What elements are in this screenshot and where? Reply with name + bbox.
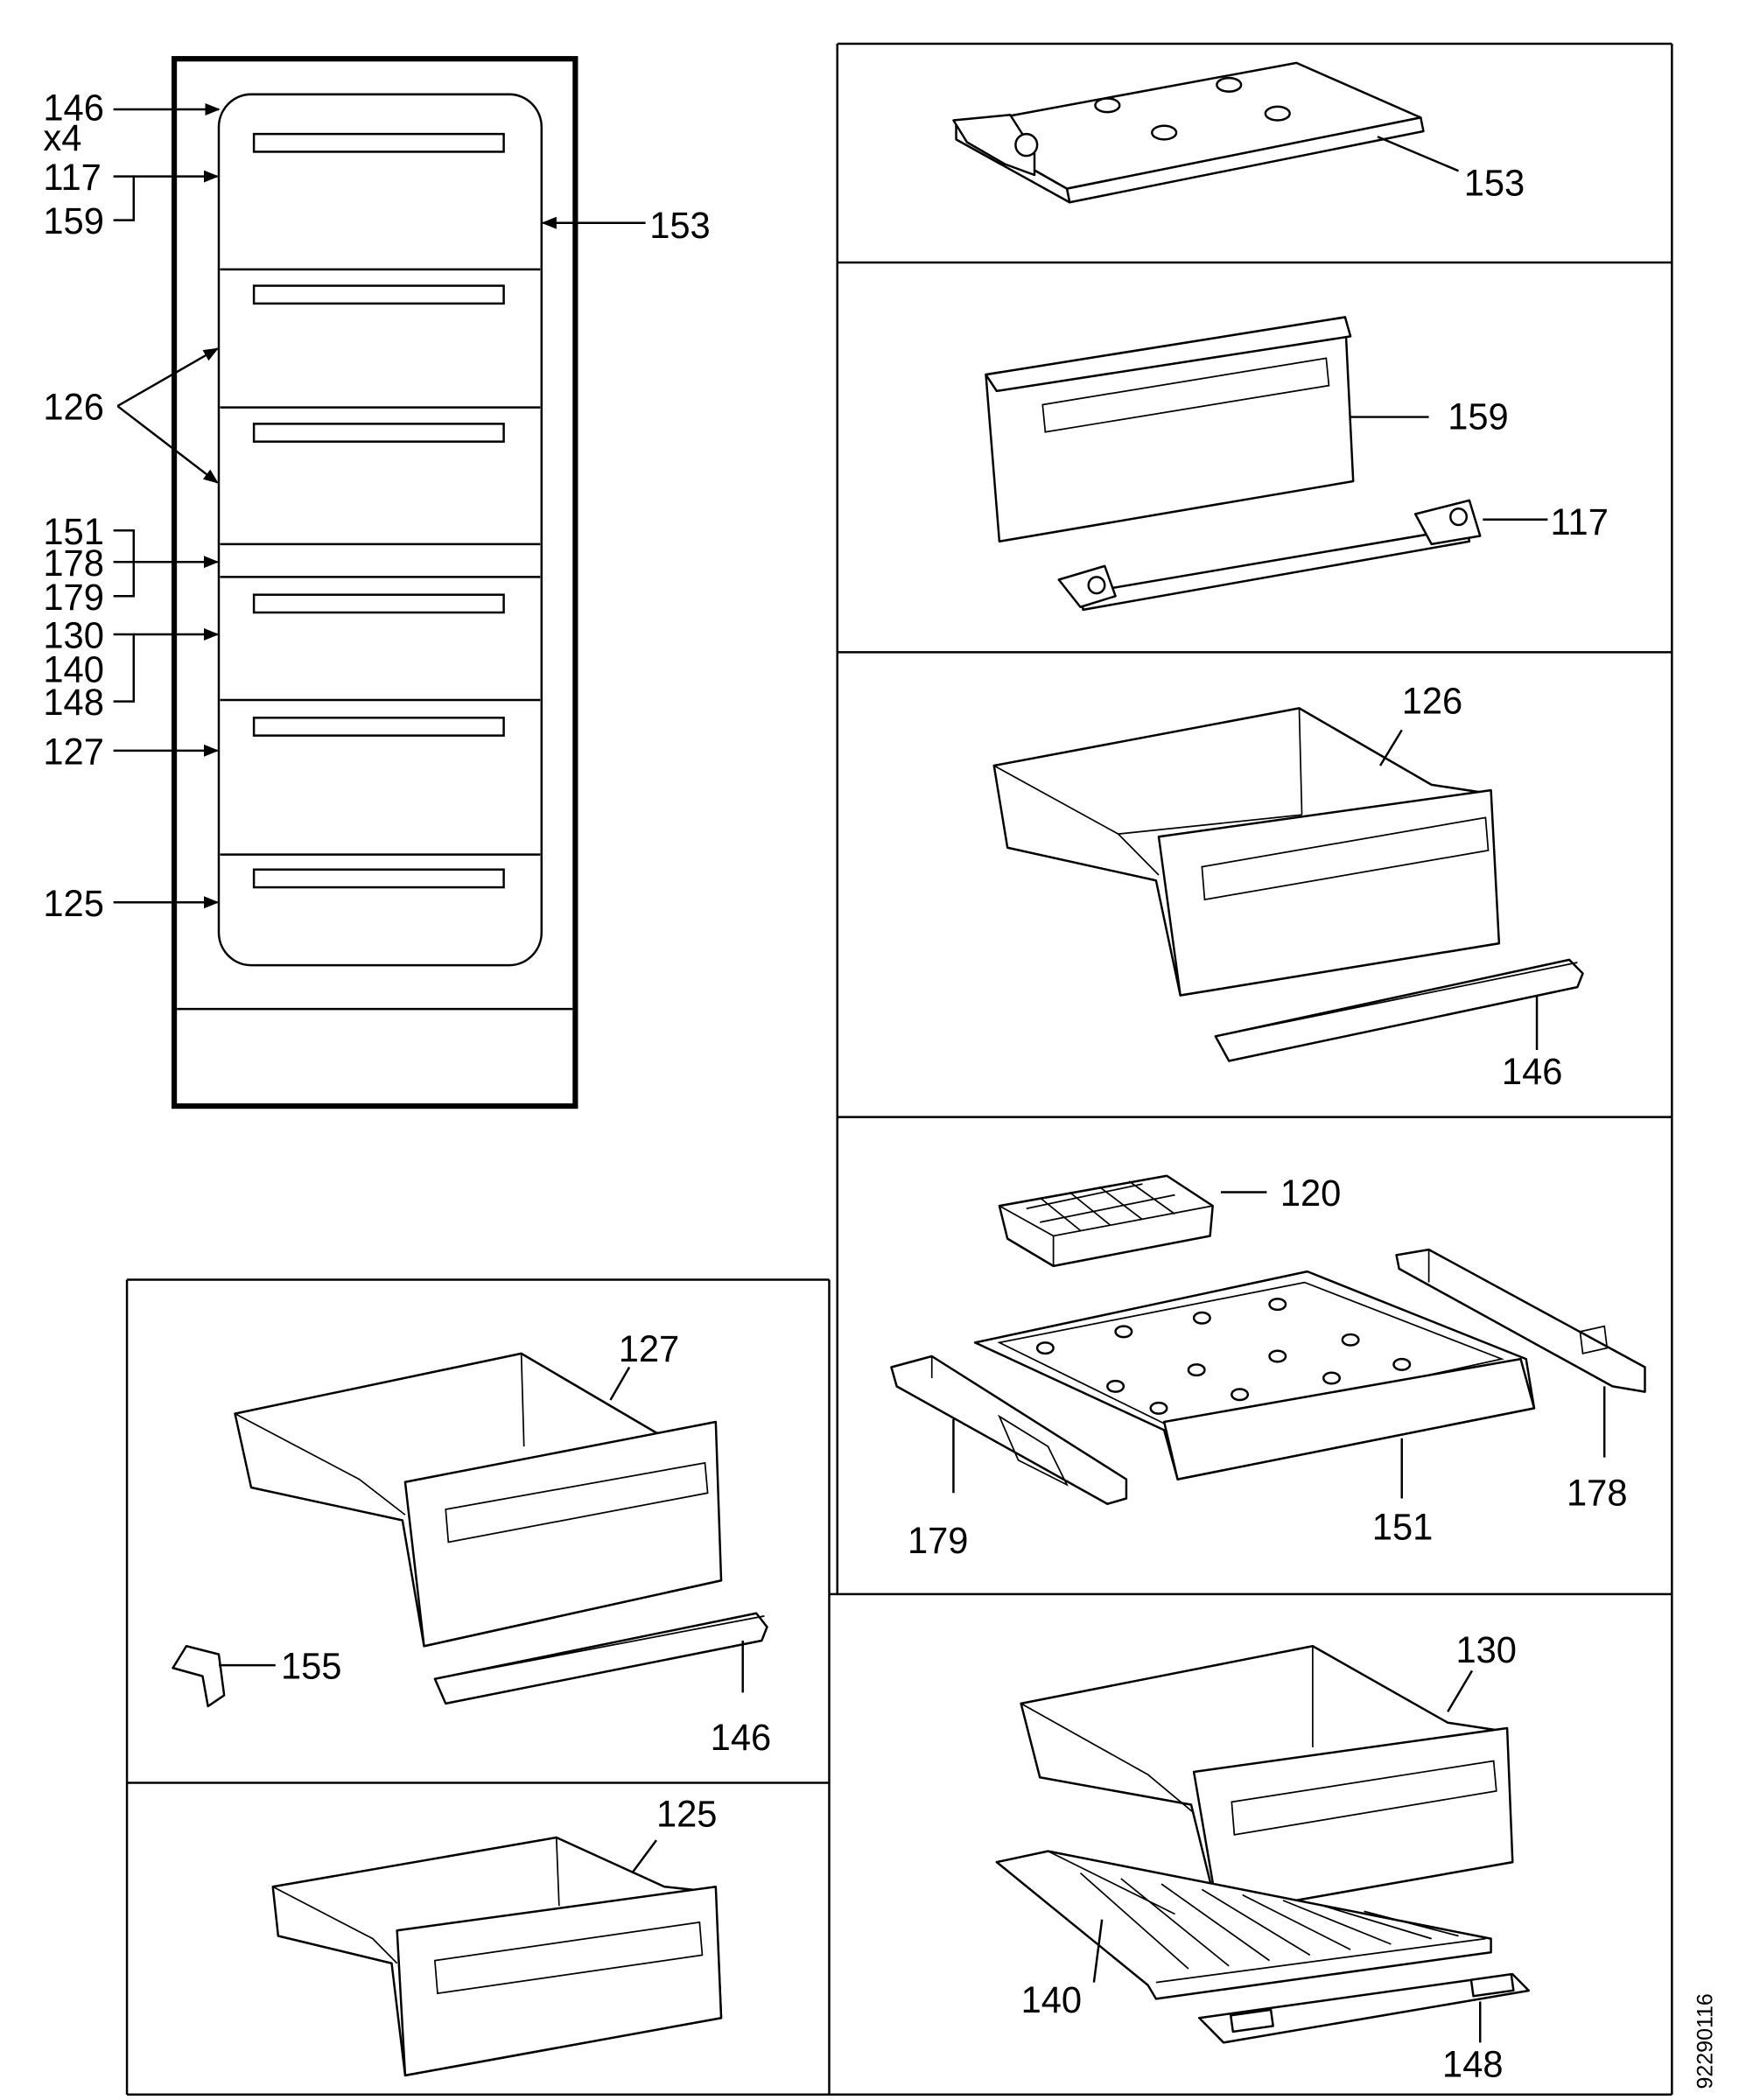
label-126: 126 — [1402, 680, 1462, 721]
label-151-left: 151 — [43, 511, 103, 552]
part-140-grille: 140 — [995, 1850, 1492, 2020]
label-126-left: 126 — [43, 386, 103, 427]
label-159-left: 159 — [43, 200, 103, 242]
label-127: 127 — [619, 1328, 679, 1369]
part-126-drawer: 126 — [992, 680, 1501, 997]
part-125-drawer: 125 — [271, 1793, 723, 2077]
label-146: 146 — [43, 87, 103, 128]
label-140-left: 140 — [43, 648, 103, 690]
label-159: 159 — [1448, 396, 1508, 437]
part-153-top-cover: 153 — [952, 61, 1525, 204]
label-148: 148 — [1442, 2043, 1503, 2084]
freezer-door-outline — [217, 93, 543, 967]
label-179-left: 179 — [43, 577, 103, 618]
freezer-cabinet-overview: 146 x4 117 159 126 151 178 179 130 140 1… — [43, 56, 711, 1110]
label-117: 117 — [1550, 501, 1608, 542]
label-130-left: 130 — [43, 614, 103, 655]
label-155: 155 — [281, 1646, 341, 1687]
part-155-clip: 155 — [172, 1645, 341, 1708]
right-panel-frames — [125, 42, 1673, 2096]
label-178: 178 — [1567, 1472, 1627, 1513]
part-127-drawer: 127 — [234, 1328, 723, 1648]
label-179: 179 — [908, 1520, 968, 1561]
label-125: 125 — [656, 1793, 717, 1834]
part-146-rail-lower: 146 — [433, 1612, 771, 1758]
label-117-left: 117 — [43, 157, 101, 198]
label-130: 130 — [1455, 1629, 1516, 1670]
label-127-left: 127 — [43, 731, 103, 772]
part-146-rail-upper: 146 — [1214, 958, 1584, 1092]
part-159-drawer-front: 159 — [985, 316, 1509, 542]
part-179-slide-rail-left: 179 — [890, 1354, 1128, 1561]
label-x4: x4 — [43, 117, 81, 158]
part-117-hinge-bar: 117 — [1057, 499, 1609, 612]
label-120: 120 — [1280, 1172, 1341, 1214]
label-178-left: 178 — [43, 542, 103, 584]
part-151-shelf-tray: 151 — [973, 1270, 1536, 1547]
part-120-ice-tray: 120 — [998, 1172, 1341, 1268]
part-178-slide-rail-right: 178 — [1395, 1248, 1646, 1513]
drawing-number: 92290116 — [1694, 1993, 1718, 2089]
label-151: 151 — [1372, 1506, 1433, 1547]
part-148-grille-bar: 148 — [1198, 1972, 1531, 2084]
label-146-lower: 146 — [711, 1717, 771, 1758]
label-146-upper: 146 — [1502, 1051, 1562, 1092]
label-153-right: 153 — [649, 205, 710, 246]
label-140: 140 — [1021, 1979, 1082, 2020]
label-153: 153 — [1464, 162, 1525, 203]
label-148-left: 148 — [43, 682, 103, 723]
part-130-drawer: 130 — [1020, 1629, 1517, 1915]
label-125-left: 125 — [43, 883, 103, 924]
